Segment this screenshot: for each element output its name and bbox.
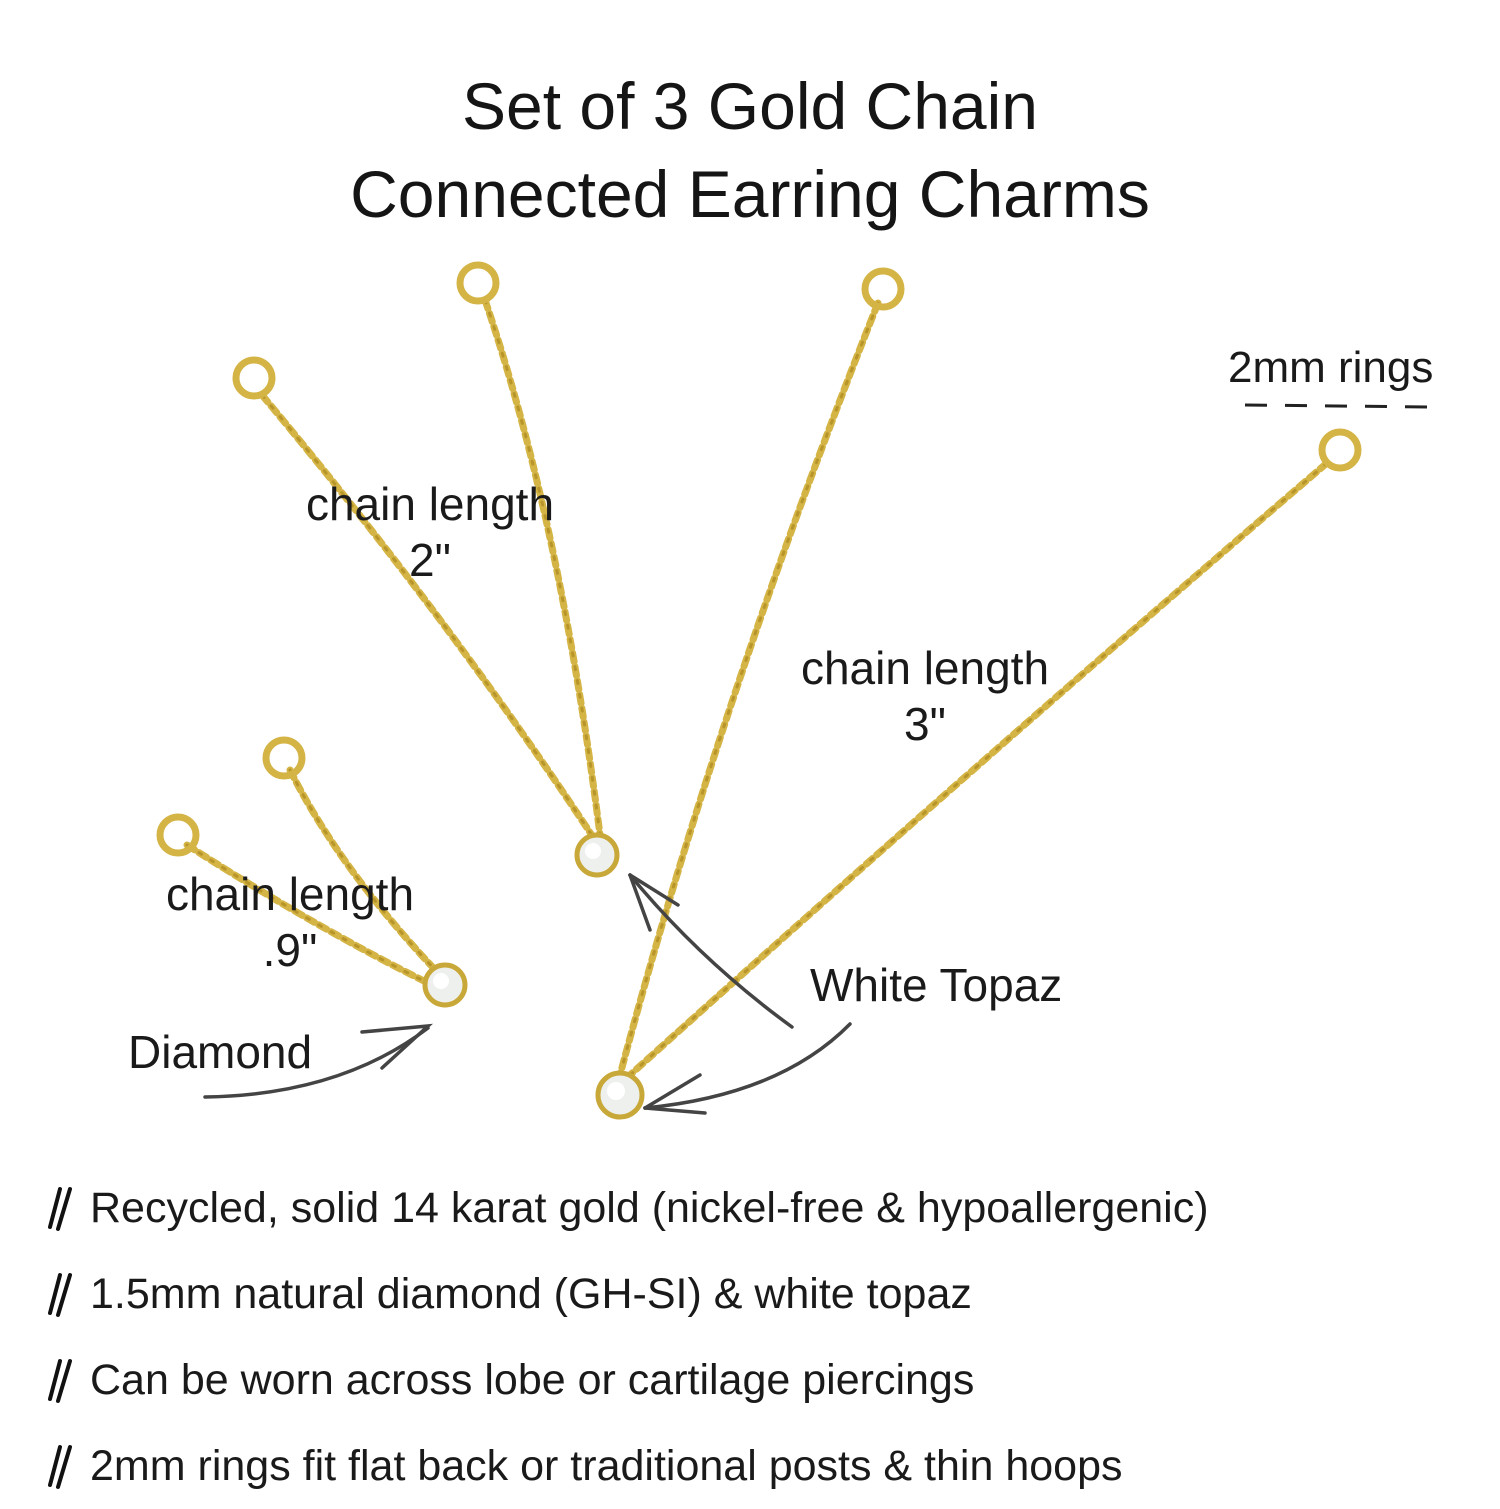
- feature-text: 2mm rings fit flat back or traditional p…: [90, 1441, 1123, 1490]
- rings-dashed-underline: [1244, 403, 1431, 409]
- double-slash-icon: [48, 1359, 72, 1403]
- medium-chain-caption: chain length: [305, 478, 555, 530]
- feature-text: 1.5mm natural diamond (GH-SI) & white to…: [90, 1269, 972, 1318]
- feature-item: 2mm rings fit flat back or traditional p…: [44, 1423, 1209, 1509]
- diamond-arrow-icon: [203, 1023, 434, 1099]
- feature-item: Can be worn across lobe or cartilage pie…: [44, 1337, 1209, 1423]
- long-chain-label: chain length 3": [780, 640, 1070, 752]
- title-line-1: Set of 3 Gold Chain: [461, 69, 1039, 143]
- short-chain-caption: chain length: [165, 868, 415, 920]
- medium-chain-charm: [232, 261, 604, 844]
- earring-charms-illustration: [156, 261, 1431, 1120]
- short-chain-label: chain length .9": [145, 866, 435, 978]
- diamond-label: Diamond: [128, 1026, 313, 1078]
- diamond-stone: [422, 962, 468, 1008]
- feature-text: Recycled, solid 14 karat gold (nickel-fr…: [90, 1183, 1209, 1232]
- feature-list: Recycled, solid 14 karat gold (nickel-fr…: [44, 1165, 1209, 1509]
- white-topaz-label: White Topaz: [810, 959, 1063, 1011]
- medium-chain-label: chain length 2": [285, 476, 575, 588]
- feature-item: Recycled, solid 14 karat gold (nickel-fr…: [44, 1165, 1209, 1251]
- white-topaz-arrow-icon-lower: [643, 1022, 852, 1115]
- feature-text: Can be worn across lobe or cartilage pie…: [90, 1355, 975, 1404]
- white-topaz-stone-medium: [574, 832, 620, 878]
- white-topaz-arrow-icon-upper: [628, 873, 794, 1029]
- short-chain-charm: [156, 736, 444, 989]
- double-slash-icon: [48, 1445, 72, 1489]
- product-title: Set of 3 Gold Chain Connected Earring Ch…: [0, 62, 1500, 238]
- long-chain-value: 3": [904, 698, 946, 750]
- white-topaz-stone-long: [595, 1070, 645, 1120]
- rings-label: 2mm rings: [1228, 343, 1434, 392]
- long-chain-charm: [616, 267, 1362, 1079]
- title-line-2: Connected Earring Charms: [350, 157, 1150, 231]
- double-slash-icon: [48, 1273, 72, 1317]
- medium-chain-value: 2": [409, 534, 451, 586]
- feature-item: 1.5mm natural diamond (GH-SI) & white to…: [44, 1251, 1209, 1337]
- double-slash-icon: [48, 1187, 72, 1231]
- long-chain-caption: chain length: [800, 642, 1050, 694]
- short-chain-value: .9": [262, 924, 318, 976]
